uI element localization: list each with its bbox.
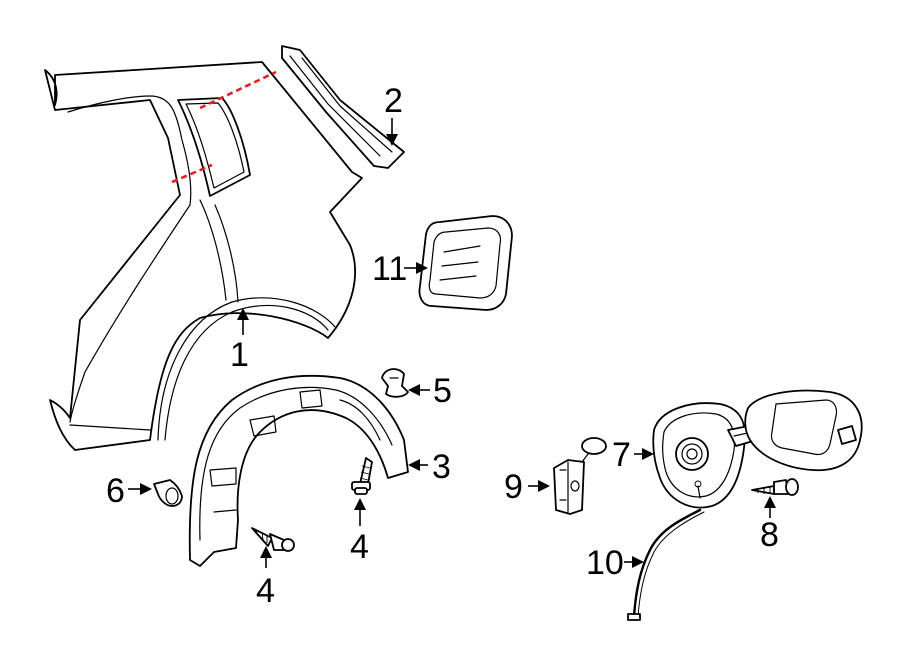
callout-label-8: 8 [760,516,779,554]
callout-6: 6 [106,472,152,510]
push-clip-part[interactable] [381,368,409,398]
callout-4-lower: 4 [256,546,275,610]
callout-label-1: 1 [230,336,249,374]
fuel-door-assembly-part[interactable] [652,389,863,509]
callout-5: 5 [408,372,452,410]
callout-label-10: 10 [586,544,624,582]
callout-label-9: 9 [504,468,523,506]
callout-label-4b: 4 [350,528,369,566]
callout-label-11: 11 [372,250,407,288]
callout-4-upper: 4 [350,498,369,566]
callout-label-6: 6 [106,472,125,510]
screw-part-lower[interactable] [251,527,295,552]
callout-1: 1 [230,308,249,374]
cut-line-lower [171,163,213,184]
callout-label-3: 3 [432,448,451,486]
quarter-panel-part[interactable] [44,61,363,451]
release-cable-part[interactable] [627,508,705,621]
callout-label-2: 2 [384,82,403,120]
bracket-part[interactable] [553,437,607,515]
callout-label-5: 5 [433,372,452,410]
fuel-door-housing-part[interactable] [418,215,513,311]
cut-line-upper [199,70,277,110]
callout-label-7: 7 [612,436,631,474]
pillar-trim-part[interactable] [281,45,405,169]
callout-label-4a: 4 [256,572,275,610]
callout-11: 11 [372,250,428,288]
screw-part-upper[interactable] [351,457,373,495]
callout-9: 9 [504,468,550,506]
callout-2: 2 [384,82,403,146]
grommet-part[interactable] [153,479,183,507]
callout-10: 10 [586,544,644,582]
callout-8: 8 [760,496,779,554]
screw-part-right[interactable] [751,478,799,496]
wheel-liner-part[interactable] [188,374,409,567]
callout-3: 3 [408,448,451,486]
callout-7: 7 [612,436,654,474]
